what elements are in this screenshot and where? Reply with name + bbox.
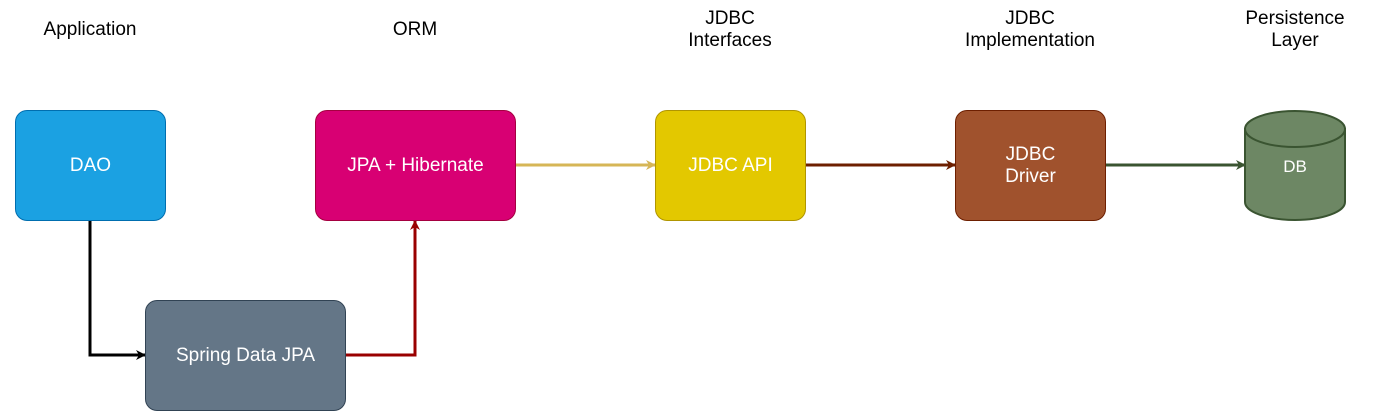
header-persistence-layer: Persistence Layer xyxy=(1245,8,1345,51)
node-jpa-hibernate: JPA + Hibernate xyxy=(315,110,516,221)
header-jdbc-implementation: JDBC Implementation xyxy=(965,8,1095,51)
node-jdbc-api-label: JDBC API xyxy=(688,154,773,176)
db-cylinder: DB xyxy=(1244,110,1346,221)
node-jdbc-api: JDBC API xyxy=(655,110,806,221)
node-jdbc-driver-label: JDBC Driver xyxy=(1005,143,1056,187)
node-jpa-hibernate-label: JPA + Hibernate xyxy=(347,154,484,176)
header-jdbc-interfaces: JDBC Interfaces xyxy=(688,8,772,51)
node-spring-data-jpa: Spring Data JPA xyxy=(145,300,346,411)
node-dao-label: DAO xyxy=(69,154,112,176)
db-label: DB xyxy=(1283,157,1307,176)
header-application: Application xyxy=(43,19,137,40)
node-jdbc-driver: JDBC Driver xyxy=(955,110,1106,221)
header-orm: ORM xyxy=(392,19,438,40)
edge-spring-to-jpa xyxy=(346,220,420,357)
edge-dao-to-spring xyxy=(88,221,146,360)
node-dao: DAO xyxy=(15,110,166,221)
node-spring-data-jpa-label: Spring Data JPA xyxy=(175,344,316,366)
